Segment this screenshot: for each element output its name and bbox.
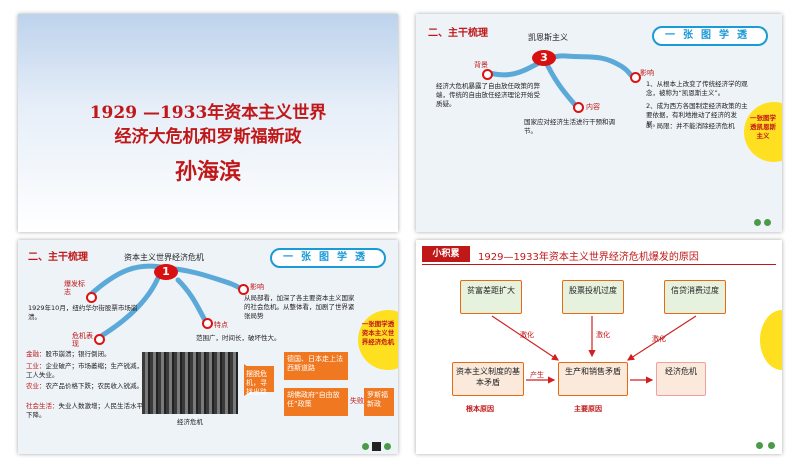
slide-title[interactable]: 1929 —1933年资本主义世界 经济大危机和罗斯福新政 孙海滨 (18, 14, 398, 232)
accumulate-tag: 小积累 (422, 246, 470, 262)
section-title: 二、主干梳理 (428, 28, 488, 39)
photo-caption: 经济危机 (177, 418, 203, 426)
node-dot-background (482, 69, 493, 80)
main-cause-label: 主要原因 (574, 405, 602, 413)
title-line-1: 1929 —1933年资本主义世界 (89, 103, 327, 123)
cause-basic-contradiction: 资本主义制度的基本矛盾 (452, 362, 524, 396)
slide-keynes[interactable]: 二、主干梳理 凯恩斯主义 一张图学透 3 背景 经济大危机暴露了自由放任政策的弊… (416, 14, 782, 232)
node-dot-content (573, 102, 584, 113)
node-dot-feature (202, 318, 213, 329)
outbreak-text: 1929年10月，纽约华尔街股票市场崩溃。 (28, 304, 138, 321)
harm-item-finance: 金融：股市崩溃；银行倒闭。 (26, 350, 111, 358)
node-dot-outbreak (86, 292, 97, 303)
arrow-label-d: 产生 (530, 371, 544, 379)
slide-causes[interactable]: 小积累 1929—1933年资本主义世界经济危机爆发的原因 贫富差距扩大 股票投… (416, 240, 782, 454)
nav-next-icon[interactable] (764, 219, 771, 226)
harm-item-industry: 工业：企业破产；市场萎缩；生产锐减，工人失业。 (26, 362, 143, 379)
harm-label: 危机表现 (72, 332, 93, 348)
topic-title: 凯恩斯主义 (528, 33, 568, 42)
option-fascism-box: 德国、日本走上法西斯道路 (284, 352, 348, 380)
bg-text: 经济大危机暴露了自由放任政策的弊端，传统的自由放任经济理论开始受质疑。 (436, 82, 540, 108)
crisis-photo (142, 352, 238, 414)
arrow-label-b: 激化 (596, 331, 610, 339)
section-title: 二、主干梳理 (28, 252, 88, 263)
keynes-circle-note: 一张图学透凯恩斯主义 (744, 102, 782, 162)
cause-arrows (491, 315, 697, 384)
arrow-label-a: 激化 (520, 331, 534, 339)
nav-page-icon[interactable] (372, 442, 381, 451)
title-underline (422, 264, 776, 265)
harm-item-agriculture: 农业：农产品价格下跌；农民收入锐减。 (26, 382, 143, 390)
impact-label: 影响 (640, 69, 654, 77)
title-line-2: 经济大危机和罗斯福新政 (114, 127, 302, 147)
pill-badge: 一张图学透 (652, 26, 768, 46)
nav-prev-icon[interactable] (754, 219, 761, 226)
outbreak-label: 爆发标志 (64, 280, 85, 296)
impact-item-1: 1、从根本上改变了传统经济学的观念，被称为“凯恩斯主义”。 (646, 80, 748, 97)
crisis-circle-note: 一张图学透资本主义世界经济危机 (358, 310, 398, 370)
topic-number-badge: 3 (532, 50, 556, 66)
cause-wealth-gap: 贫富差距扩大 (460, 280, 522, 314)
feature-text: 范围广，时间长，破坏性大。 (196, 334, 281, 342)
result-economic-crisis: 经济危机 (656, 362, 706, 396)
node-dot-harm (94, 334, 105, 345)
fail-label: 失败 (350, 397, 364, 405)
content-label: 内容 (586, 103, 600, 111)
new-deal-box: 罗斯福新政 (364, 388, 394, 416)
nav-prev-icon[interactable] (362, 443, 369, 450)
impact-label: 影响 (250, 283, 264, 291)
nav-next-icon[interactable] (384, 443, 391, 450)
cause-production-sales: 生产和销售矛盾 (558, 362, 628, 396)
pill-badge: 一张图学透 (270, 248, 386, 268)
node-dot-impact (630, 72, 641, 83)
option-hoover-box: 胡佛政府“自由放任”政策 (284, 388, 348, 416)
slide-title: 1929—1933年资本主义世界经济危机爆发的原因 (478, 252, 699, 263)
nav-next-icon[interactable] (768, 442, 775, 449)
impact-item-3: 3、局限：并不能消除经济危机 (646, 122, 735, 130)
arrow-label-c: 激化 (652, 335, 666, 343)
slide-crisis[interactable]: 二、主干梳理 资本主义世界经济危机 一张图学透 1 爆发标志 1929年10月，… (18, 240, 398, 454)
impact-text: 从局部看，加深了各主要资本主义国家的社会危机。从整体看，加剧了世界紧张局势 (244, 294, 355, 320)
topic-title: 资本主义世界经济危机 (124, 253, 204, 262)
topic-number-badge: 1 (154, 264, 178, 280)
harm-item-society: 社会生活：失业人数激增；人民生活水平下降。 (26, 402, 143, 419)
bg-label: 背景 (474, 61, 488, 69)
cause-stock-speculation: 股票投机过度 (562, 280, 624, 314)
content-text: 国家应对经济生活进行干预和调节。 (524, 118, 615, 135)
node-dot-impact (238, 284, 249, 295)
impact-item-2: 2、成为西方各国制定经济政策的主要依据，有利地推动了经济的发展。 (646, 102, 748, 128)
seek-way-box: 摆脱危机，寻找出路 (244, 366, 274, 396)
root-cause-label: 根本原因 (466, 405, 494, 413)
cause-credit-consumption: 信贷消费过度 (664, 280, 726, 314)
feature-label: 特点 (214, 321, 228, 329)
nav-prev-icon[interactable] (756, 442, 763, 449)
author-name: 孙海滨 (174, 160, 241, 185)
decorative-circle (760, 310, 782, 370)
